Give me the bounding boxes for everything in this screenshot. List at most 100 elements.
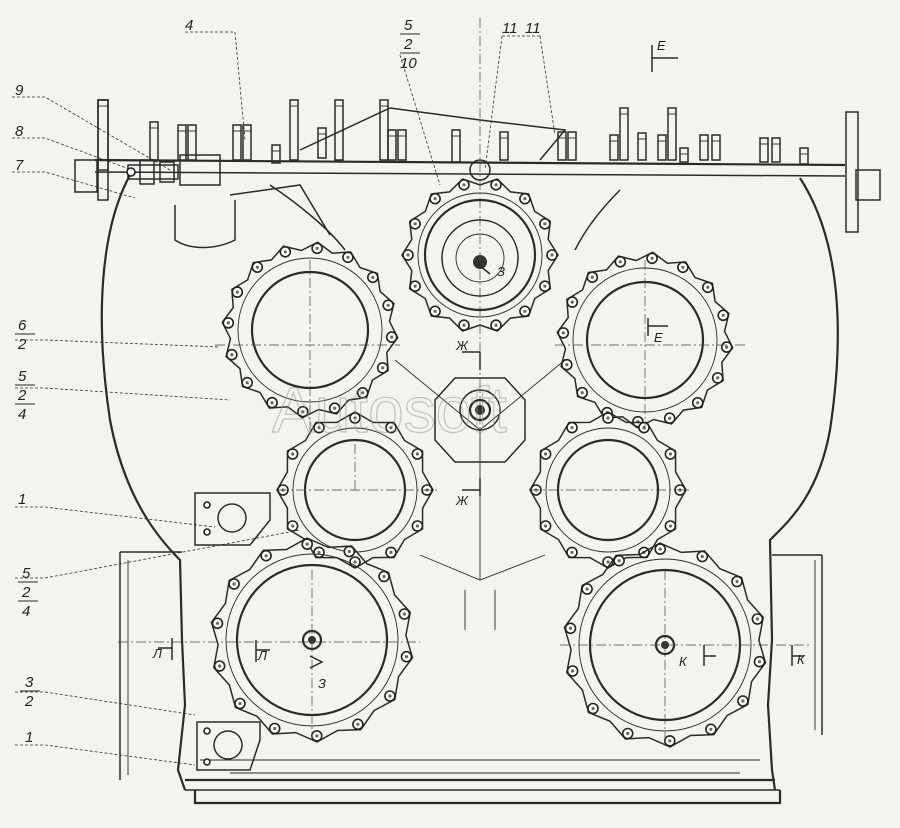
stud	[667, 107, 677, 161]
cover-top-center-bolt-core	[462, 183, 466, 187]
cover-lower-left	[210, 537, 414, 743]
cover-upper-right-bolt-core	[681, 265, 685, 269]
cover-middle-right-bolt-core	[544, 452, 548, 456]
cover-middle-left-bolt-core	[415, 452, 419, 456]
cover-lower-right-bolt-core	[658, 547, 662, 551]
stud	[699, 134, 709, 161]
callout-9: 9	[15, 82, 24, 99]
cover-upper-left-bolt-core	[333, 406, 337, 410]
housing-outline	[74, 99, 881, 805]
stud	[679, 147, 689, 163]
cover-upper-right-bolt-core	[696, 401, 700, 405]
cover-lower-left-bolt-core	[404, 655, 409, 659]
cover-lower-left-bolt-core	[382, 574, 386, 579]
cover-lower-left-bolt-core	[273, 726, 277, 731]
callout-5a-mid: 2	[403, 36, 413, 53]
cover-middle-right-bolt-core	[570, 550, 574, 555]
cover-top-center-bolt-core	[433, 309, 437, 313]
callout-11a: 11	[502, 20, 518, 37]
cover-lower-left-bolt-core	[232, 582, 236, 586]
cover-lower-right-bolt-core	[617, 559, 621, 563]
cover-upper-left-bolt-core	[361, 391, 365, 395]
cover-lower-right-flange	[563, 542, 767, 748]
cover-lower-right-bolt-core	[668, 739, 672, 743]
callout-5c-mid: 2	[21, 584, 31, 601]
stud	[557, 131, 567, 161]
shaft-center	[308, 636, 316, 644]
cover-middle-left-bolt-core	[317, 550, 321, 555]
stud	[657, 134, 667, 161]
cover-middle-left-bolt-core	[353, 560, 357, 564]
cover-middle-left-flange	[276, 411, 434, 569]
cover-upper-left-bolt-core	[301, 410, 305, 414]
callout-6-top: 6	[18, 317, 27, 334]
cover-upper-right-bolt-core	[561, 331, 565, 335]
cover-upper-left-bolt-core	[371, 275, 375, 279]
cover-middle-left-bolt-core	[353, 416, 357, 420]
cover-upper-left-bolt-core	[386, 303, 390, 307]
cover-middle-right-bolt-core	[668, 524, 673, 528]
callout-4: 4	[185, 17, 193, 34]
stud	[387, 129, 397, 161]
cover-lower-right-bolt-core	[755, 617, 760, 621]
cover-lower-right-bolt-core	[735, 579, 739, 584]
section-l-right: Л	[257, 648, 267, 663]
stud	[799, 147, 809, 165]
callout-3-top: 3	[25, 674, 34, 691]
cover-upper-right-bolt-core	[706, 285, 710, 289]
cover-lower-left-bolt-core	[356, 722, 360, 726]
leader-lines	[12, 31, 556, 766]
cover-upper-left-flange	[221, 241, 399, 419]
cover-lower-left-bolt-core	[215, 621, 220, 625]
section-l-left: Л	[152, 646, 162, 661]
stud	[271, 144, 281, 164]
cover-top-center-bolt-core	[494, 183, 498, 187]
cover-upper-left-bolt-core	[255, 265, 259, 269]
stud	[499, 131, 509, 161]
stud	[637, 132, 647, 161]
callout-7: 7	[15, 157, 24, 174]
callout-5b-top: 5	[18, 368, 27, 385]
stud	[771, 137, 781, 163]
cover-middle-left-bolt-core	[291, 452, 295, 456]
cover-top-center-bolt-core	[413, 284, 417, 288]
cover-upper-left-bolt-core	[390, 335, 394, 339]
stud	[232, 124, 242, 161]
cover-lower-left-ring	[225, 553, 399, 727]
stud	[289, 99, 299, 161]
cover-lower-left-bolt-core	[402, 612, 406, 616]
stud	[177, 124, 187, 161]
top-boss	[299, 107, 567, 161]
callout-5b-mid: 2	[17, 387, 27, 404]
stud	[609, 134, 619, 161]
cover-lower-right-bolt-core	[626, 731, 630, 736]
section-k-left: К	[679, 654, 688, 669]
cover-upper-right-bolt-core	[565, 363, 569, 367]
cover-middle-right-bolt-core	[570, 426, 574, 430]
callout-6-bottom: 2	[17, 336, 27, 353]
section-e-top: Е	[657, 38, 666, 53]
cover-lower-left-flange	[210, 537, 414, 743]
callout-5c-top: 5	[22, 565, 31, 582]
stud	[567, 131, 577, 161]
cover-top-center-bolt-core	[433, 197, 437, 201]
cover-middle-right-bolt-core	[668, 452, 673, 456]
cover-upper-left-bolt-core	[230, 353, 234, 357]
cover-lower-right-bolt-core	[757, 660, 762, 664]
callout-1b: 1	[25, 729, 33, 746]
cover-lower-right-bolt-core	[709, 727, 713, 731]
cover-lower-right-bolt-core	[591, 706, 595, 711]
cover-lower-right-bolt-core	[568, 626, 573, 630]
cover-top-center-bolt-core	[413, 222, 417, 226]
cover-middle-left-bolt-core	[415, 524, 419, 528]
cover-upper-left-bolt-core	[235, 290, 239, 294]
top-studs	[97, 99, 809, 171]
watermark: Autosoft	[272, 374, 507, 446]
cover-top-center-bolt-core	[494, 323, 498, 327]
cover-middle-left-bolt-core	[389, 426, 393, 430]
cover-upper-left-bolt-core	[283, 250, 287, 254]
cover-top-center-bolt-core	[543, 284, 547, 288]
stud	[451, 129, 461, 163]
cover-top-center-bolt-core	[462, 323, 466, 327]
